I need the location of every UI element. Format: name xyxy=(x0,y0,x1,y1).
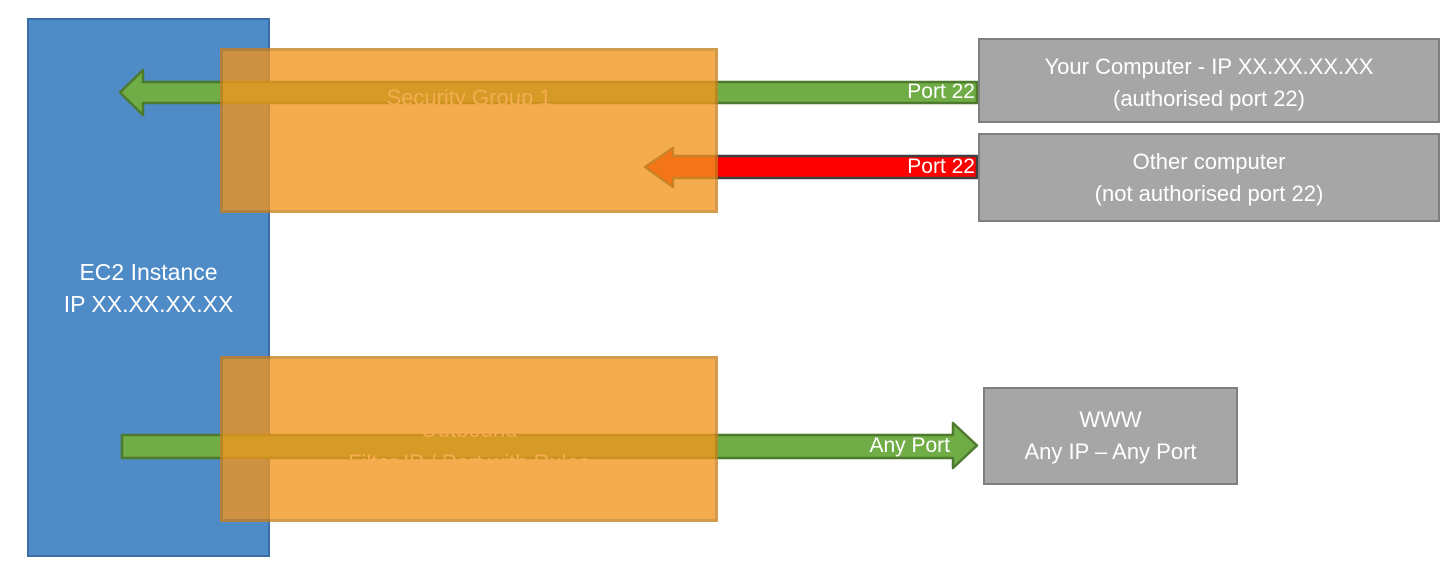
other-computer-title: Other computer xyxy=(1132,148,1286,174)
sg-inbound-rule: Filter IP / Port with Rules xyxy=(348,151,590,176)
www-box: WWW Any IP – Any Port xyxy=(983,387,1238,485)
inbound-blocked-port-label: Port 22 xyxy=(907,155,975,178)
www-title: WWW xyxy=(1079,407,1142,432)
sg-inbound-direction: Inbound xyxy=(429,118,509,143)
sg-outbound-direction: Outbound xyxy=(420,416,518,442)
inbound-allowed-port-label: Port 22 xyxy=(907,80,975,103)
outbound-port-label: Any Port xyxy=(869,434,950,457)
security-group-outbound-box: Security Group 1 Outbound Filter IP / Po… xyxy=(220,356,718,522)
your-computer-status: (authorised port 22) xyxy=(1113,85,1305,111)
security-group-inbound-box: Security Group 1 Inbound Filter IP / Por… xyxy=(220,48,718,213)
ec2-instance-title: EC2 Instance xyxy=(79,258,218,285)
sg-inbound-title: Security Group 1 xyxy=(386,85,552,110)
your-computer-box: Your Computer - IP XX.XX.XX.XX (authoris… xyxy=(978,38,1440,123)
your-computer-title: Your Computer - IP XX.XX.XX.XX xyxy=(1044,53,1374,79)
sg-outbound-title: Security Group 1 xyxy=(386,383,552,409)
other-computer-status: (not authorised port 22) xyxy=(1094,180,1324,206)
sg-outbound-rule: Filter IP / Port with Rules xyxy=(348,449,590,475)
www-detail: Any IP – Any Port xyxy=(1024,439,1197,464)
ec2-instance-ip: IP XX.XX.XX.XX xyxy=(63,290,234,317)
other-computer-box: Other computer (not authorised port 22) xyxy=(978,133,1440,222)
